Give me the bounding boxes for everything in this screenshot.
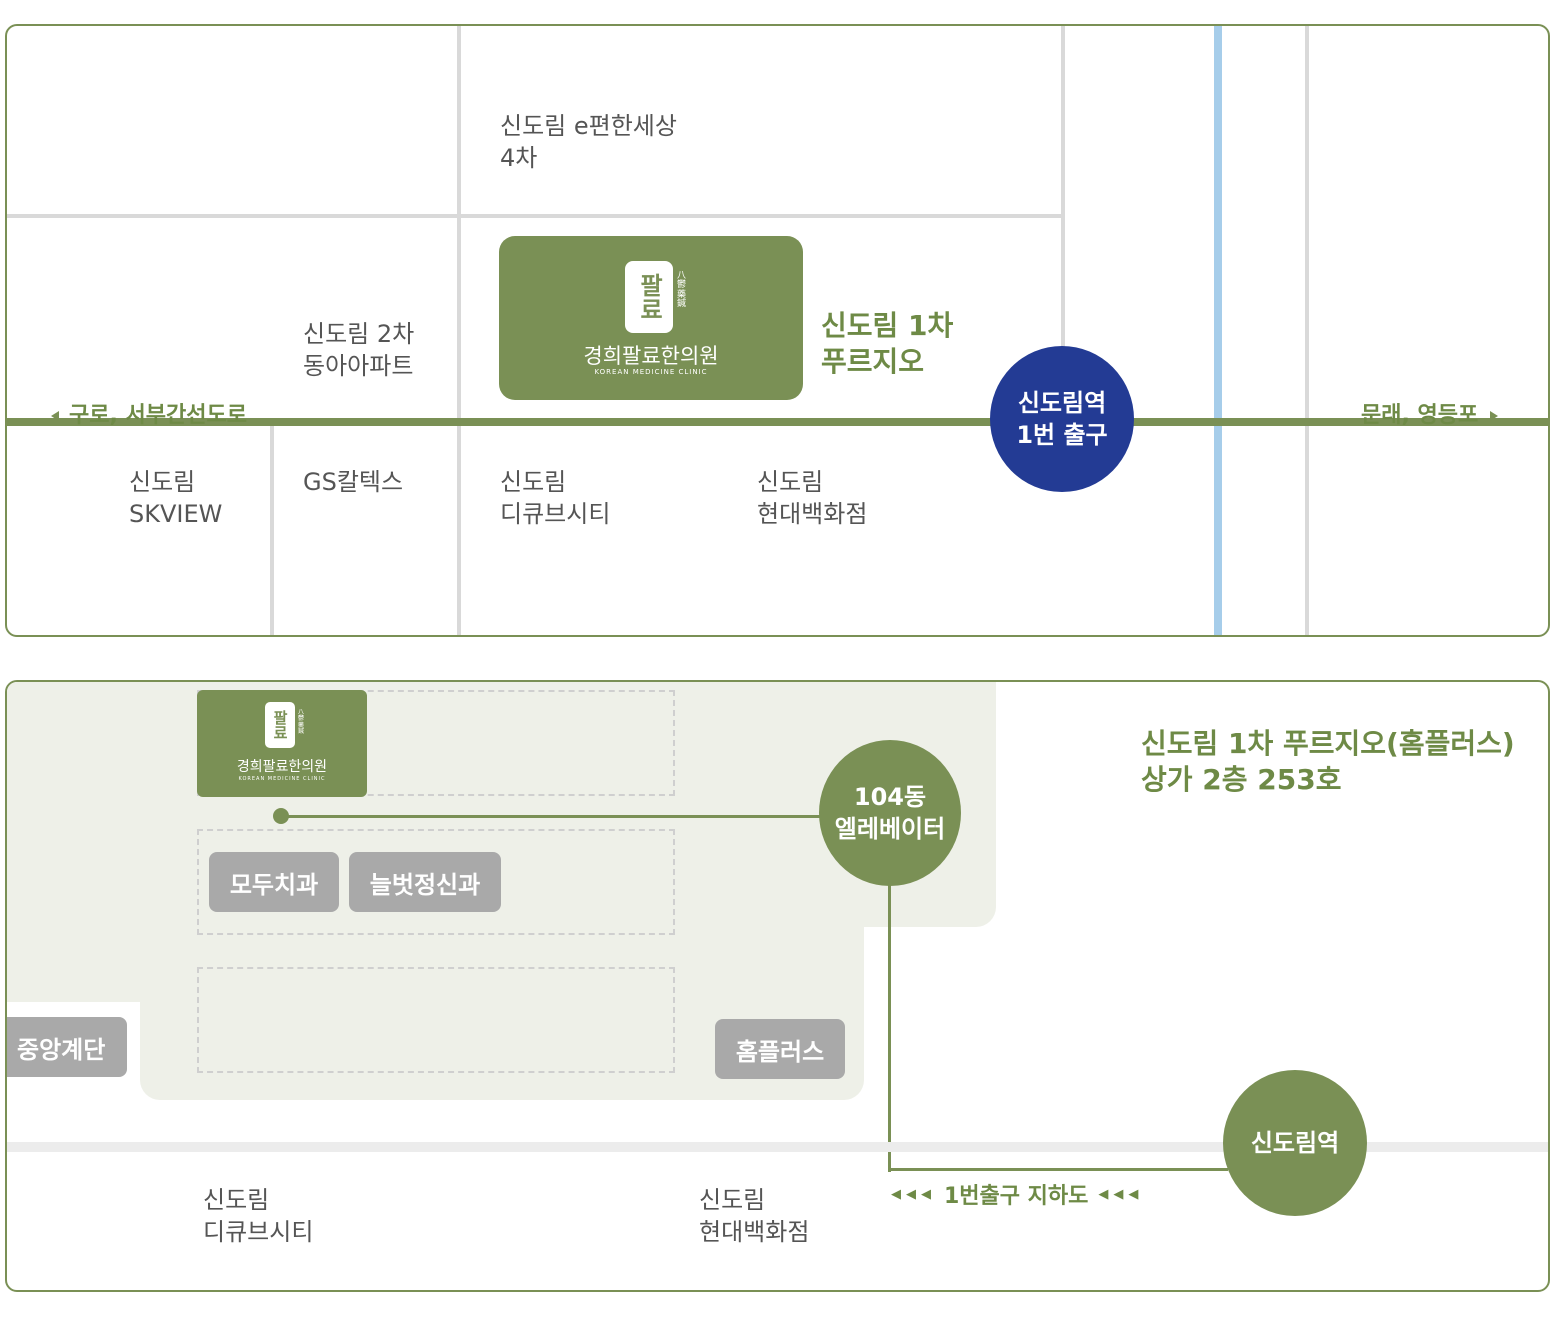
area-map-panel: 팔료 八 鬱 藥 鍼 경희팔료한의원 KOREAN MEDICINE CLINI… bbox=[5, 24, 1550, 637]
clinic-logo: 팔료 八 鬱 藥 鍼 경희팔료한의원 KOREAN MEDICINE CLINI… bbox=[197, 690, 367, 797]
direction-left: 구로, 서부간선도로 bbox=[51, 372, 247, 429]
clinic-name: 경희팔료한의원 bbox=[236, 759, 328, 775]
road bbox=[270, 426, 274, 635]
building-skview: 신도림 SKVIEW bbox=[129, 468, 223, 528]
route-path bbox=[888, 1168, 1228, 1171]
central-stairs: 중앙계단 bbox=[7, 1017, 127, 1077]
road bbox=[1305, 26, 1309, 635]
clinic-logo-mark: 팔료 bbox=[265, 702, 295, 748]
underpass-label: ◀◀◀ 1번출구 지하도 ◀◀◀ bbox=[891, 1184, 1144, 1209]
building-hyundai: 신도림 현대백화점 bbox=[699, 1186, 810, 1246]
route-start-dot bbox=[273, 808, 289, 824]
clinic-logo-mark: 팔료 bbox=[625, 261, 673, 333]
clinic-logo-hanja: 八 鬱 藥 鍼 bbox=[298, 709, 305, 735]
building-donga: 신도림 2차 동아아파트 bbox=[303, 320, 415, 380]
clinic-name: 경희팔료한의원 bbox=[583, 344, 719, 368]
building-prugio: 신도림 1차 푸르지오 bbox=[821, 309, 954, 378]
clinic-logo-hanja: 八 鬱 藥 鍼 bbox=[677, 271, 687, 310]
arrow-left-icon bbox=[51, 411, 59, 421]
store-block bbox=[197, 967, 675, 1073]
street bbox=[7, 1142, 1548, 1152]
arrow-left-icon: ◀◀◀ bbox=[1098, 1186, 1144, 1202]
clinic-subtitle: KOREAN MEDICINE CLINIC bbox=[238, 776, 326, 782]
station-marker: 신도림역 bbox=[1223, 1070, 1367, 1216]
clinic-subtitle: KOREAN MEDICINE CLINIC bbox=[594, 368, 708, 376]
building-dcube: 신도림 디큐브시티 bbox=[500, 468, 611, 528]
arrow-right-icon bbox=[1490, 411, 1499, 421]
river-line bbox=[1214, 26, 1222, 635]
main-road bbox=[7, 418, 1548, 426]
shop-homeplus: 홈플러스 bbox=[715, 1019, 845, 1079]
floor-map-panel: 팔료 八 鬱 藥 鍼 경희팔료한의원 KOREAN MEDICINE CLINI… bbox=[5, 680, 1550, 1292]
building-hyundai: 신도림 현대백화점 bbox=[757, 468, 868, 528]
floor-gap bbox=[864, 927, 1064, 1127]
shop-dental: 모두치과 bbox=[209, 852, 339, 912]
mall-floor bbox=[7, 882, 147, 1002]
station-exit-marker: 신도림역 1번 출구 bbox=[990, 346, 1134, 492]
direction-right: 문래, 영등포 bbox=[1361, 372, 1499, 429]
elevator-marker: 104동 엘레베이터 bbox=[819, 740, 961, 886]
building-epyeonhan: 신도림 e편한세상 4차 bbox=[500, 112, 677, 172]
route-path bbox=[281, 815, 821, 818]
clinic-address: 신도림 1차 푸르지오(홈플러스) 상가 2층 253호 bbox=[1141, 727, 1515, 796]
store-block bbox=[197, 829, 675, 935]
clinic-logo: 팔료 八 鬱 藥 鍼 경희팔료한의원 KOREAN MEDICINE CLINI… bbox=[499, 236, 803, 400]
building-dcube: 신도림 디큐브시티 bbox=[203, 1186, 314, 1246]
route-path bbox=[888, 882, 891, 1172]
arrow-left-icon: ◀◀◀ bbox=[891, 1186, 936, 1202]
road bbox=[457, 26, 461, 635]
shop-psychiatry: 늘벗정신과 bbox=[349, 852, 501, 912]
road bbox=[7, 214, 1063, 218]
building-gs: GS칼텍스 bbox=[303, 468, 404, 496]
road bbox=[1061, 26, 1065, 426]
